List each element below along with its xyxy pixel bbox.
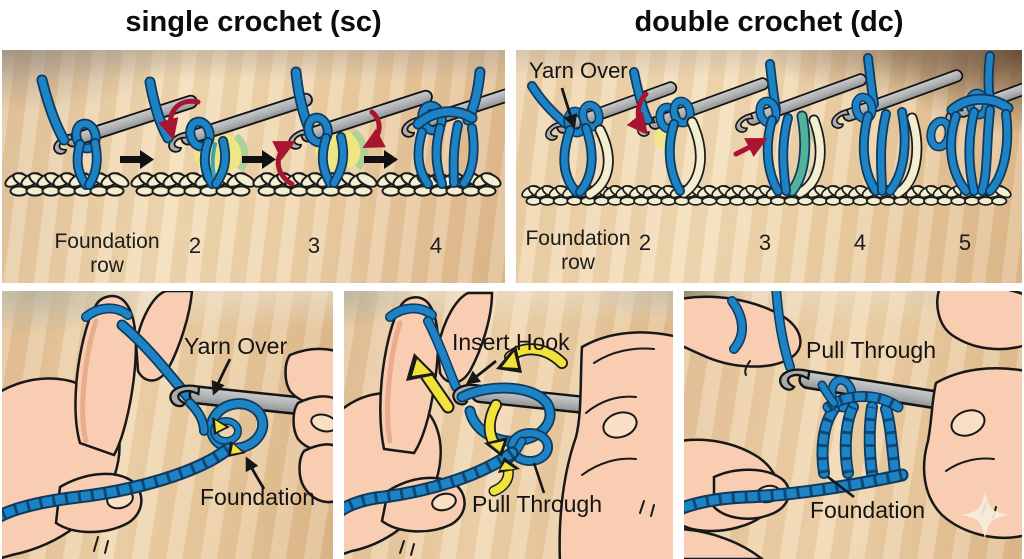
right-hand — [922, 291, 1022, 539]
yarn-over-label: Yarn Over — [184, 333, 288, 359]
yarn-over-photo-panel: Yarn Over Foundation — [2, 291, 333, 559]
dc-yarn-over-label: Yarn Over — [529, 58, 628, 83]
pull-through-illustration — [684, 291, 1022, 559]
dc-step-label-3: 3 — [758, 230, 772, 255]
right-hand — [284, 347, 333, 504]
dc-step-label-5: 5 — [958, 230, 972, 255]
dc-step-3 — [710, 59, 870, 205]
right-arrow-icon — [120, 150, 154, 169]
double-crochet-title: double crochet (dc) — [634, 6, 904, 38]
right-arrow-icon — [364, 150, 398, 169]
foundation-label: Foundation — [200, 484, 316, 510]
insert-hook-illustration — [344, 291, 673, 559]
sc-step-label-2: 2 — [188, 233, 202, 258]
foundation-label: Foundation — [810, 497, 926, 523]
left-hand — [684, 295, 802, 559]
dc-step-label-2: 2 — [638, 230, 652, 255]
insert-hook-pointer-arrow — [465, 359, 497, 385]
stitch-cluster — [816, 380, 904, 479]
left-hand — [2, 291, 194, 559]
double-crochet-steps-panel: Yarn Over Foundation row 2 3 4 5 — [516, 50, 1022, 283]
right-hand — [558, 331, 673, 559]
foundation-chain — [3, 170, 130, 195]
left-hand — [344, 291, 494, 556]
single-crochet-illustration — [2, 66, 505, 283]
sc-step-label-3: 3 — [307, 233, 321, 258]
insert-hook-photo-panel: Insert Hook Pull Through — [344, 291, 673, 559]
foundation-pointer-arrow — [245, 456, 266, 490]
yellow-arrow-icon — [406, 343, 568, 497]
sc-step-4 — [375, 66, 505, 196]
red-arrow-icon — [733, 138, 768, 157]
single-crochet-title: single crochet (sc) — [125, 6, 382, 38]
sc-step-2 — [129, 76, 316, 196]
dc-step-4 — [806, 53, 966, 205]
yarn-over-pointer-arrow — [560, 87, 578, 129]
insert-hook-label: Insert Hook — [452, 329, 570, 355]
foundation-chain-blue — [2, 442, 235, 523]
pull-through-label: Pull Through — [806, 337, 936, 363]
crochet-hook-icon — [634, 75, 772, 139]
foundation-pointer-line — [827, 475, 855, 499]
red-arrow-icon — [272, 141, 296, 187]
yellow-arrow-icon — [212, 417, 246, 457]
pull-through-photo-panel: Pull Through Foundation — [684, 291, 1022, 559]
dc-step-1 — [520, 79, 680, 205]
sc-step-1 — [3, 74, 201, 196]
red-arrow-icon — [362, 109, 386, 148]
dc-step-label-foundation: Foundation row — [525, 227, 631, 274]
red-arrow-icon — [626, 91, 649, 135]
yarn-over-illustration — [2, 291, 333, 559]
foundation-chain-blue — [344, 446, 519, 517]
red-arrow-icon — [158, 98, 201, 141]
pull-through-label: Pull Through — [472, 491, 602, 517]
right-arrow-icon — [242, 150, 276, 169]
sc-step-label-4: 4 — [429, 233, 443, 258]
foundation-chain-blue — [684, 468, 909, 515]
sc-step-label-foundation: Foundation row — [54, 230, 160, 277]
yarn-over-pointer-arrow — [211, 358, 232, 396]
sparkle-icon — [961, 491, 1009, 539]
dc-step-label-4: 4 — [853, 230, 867, 255]
pull-through-pointer-line — [532, 462, 546, 494]
sc-step-3 — [251, 66, 436, 196]
dc-step-5 — [904, 51, 1022, 205]
dc-step-2 — [614, 67, 772, 205]
double-crochet-illustration — [516, 51, 1022, 283]
single-crochet-steps-panel: Foundation row 2 3 4 — [2, 50, 505, 283]
